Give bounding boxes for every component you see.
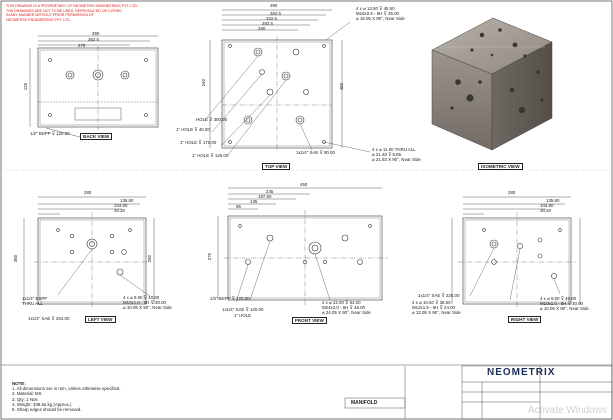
note-item: 2. Material: MS [12, 391, 42, 397]
note-item: 1. All dimensions are in mm, unless othe… [12, 386, 121, 392]
front-view-drawing [217, 187, 388, 306]
dim-label: 95 [236, 204, 241, 209]
dim-label: 240 [201, 78, 207, 87]
front-view-label: FRONT VIEW [292, 317, 327, 324]
dim-label: 270 [207, 252, 213, 261]
front-callout: 1/2" BSPP ⊽ 120.00 [210, 296, 250, 301]
top-callout: HOLE ⊽ 300.00 [196, 117, 228, 122]
notes-block: NOTE: 1. All dimensions are in mm, unles… [12, 381, 121, 412]
spec-line: 4 x ⌀ 11.00 THRU ALL [372, 147, 416, 152]
spec-line: 4 x ⌀ 22.00 ⊽ 54.00 [322, 300, 361, 305]
spec-line: M16x2.5 - 6H ⊽ 35.00 [356, 11, 399, 17]
right-hole-spec: 4 x ⌀ 10.50 ⊽ 38.50 M12x1.5 - 6H ⊽ 24.00… [412, 300, 461, 316]
dim-label: 125 [23, 82, 29, 91]
spec-line: ⌀ 18.05 X 90°, Near Side [356, 16, 405, 22]
note-item: 4. Weight: 338.5a kg (Approx.) [12, 401, 72, 407]
dim-label: 362.5 [88, 37, 99, 42]
spec-line: 4 x ⌀ 10.50 ⊽ 38.50 [412, 300, 451, 305]
dim-label: 250 [147, 254, 153, 263]
dim-label: 30.20 [540, 208, 551, 213]
spec-line: M12x1.5 - 6H ⊽ 24.00 [412, 305, 455, 311]
spec-line: 4 x ⌀ 9.00 ⊽ 40.00 [123, 295, 160, 300]
back-callout: 1/2" BSPP ⊽ 120.00 [30, 131, 70, 136]
dim-label: 104.90 [114, 203, 128, 208]
spec-line: M10x1.0 - 6H ⊽ 30.00 [540, 301, 583, 307]
dim-label: 390 [270, 3, 278, 8]
left-hole-spec: 4 x ⌀ 9.00 ⊽ 40.00 M10x1.0 - 6H ⊽ 30.00 … [123, 295, 172, 311]
right-callout: 1x1/4" SAE ⊽ 225.00 [418, 293, 460, 298]
notice-line: THIS DRAWING IS A PROPRIETARY OF NEOMETR… [6, 4, 138, 8]
right-view-label: RIGHT VIEW [508, 316, 542, 323]
back-view-drawing [29, 35, 159, 138]
back-view-label: BACK VIEW [80, 133, 113, 140]
right-hole-spec-2: 4 x ⌀ 9.00 ⊽ 40.00 M10x1.0 - 6H ⊽ 30.00 … [540, 296, 589, 312]
dim-label: 135.80 [546, 198, 560, 203]
spec-line: ⌀ 12.05 X 90°, Near Side [412, 310, 461, 316]
top-callout: 1" HOLE ⊽ 170.00 [180, 140, 217, 145]
dim-label: 362.5 [270, 11, 281, 16]
spec-line: THRU ALL [22, 301, 43, 307]
notes-heading: NOTE: [12, 381, 26, 386]
dim-label: 30.20 [114, 208, 125, 213]
note-item: 3. Qty: 1 Nos [12, 396, 38, 402]
dim-label: 280 [84, 190, 92, 195]
note-item: 5. Sharp edges should be removed. [12, 407, 82, 413]
company-logo: NEOMETRIX [487, 367, 556, 378]
spec-line: ⌀ 10.05 X 90°, Near Side [540, 306, 589, 312]
top-view-drawing [204, 9, 371, 156]
notice-line: NEOMETRIX ENGINEERING PVT. LTD. [6, 17, 71, 22]
spec-line: 4 x ⌀ 9.00 ⊽ 40.00 [540, 296, 577, 301]
dim-label: 104.90 [540, 203, 554, 208]
spec-line: 1x1/4" BSPP [22, 296, 48, 301]
dim-label: 245 [266, 189, 274, 194]
proprietary-notice: THIS DRAWING IS A PROPRIETARY OF NEOMETR… [6, 4, 138, 22]
left-callout: 1x1/4" SAE ⊽ 264.00 [28, 316, 70, 321]
dim-label: 275 [78, 43, 86, 48]
top-callout: 1" HOLE ⊽ 125.00 [192, 153, 229, 158]
dim-label: 292.5 [262, 21, 273, 26]
os-watermark: Activate Windows [528, 405, 607, 416]
dim-label: 450 [339, 82, 345, 91]
drawing-name: MANIFOLD [351, 400, 378, 406]
dim-label: 280 [258, 26, 266, 31]
spec-line: 4 x ⌀ 13.50 ⊽ 45.50 [356, 6, 395, 11]
spec-line: ⌀ 10.05 X 90°, Near Side [123, 305, 172, 311]
front-callout: 1x1/4" SAE ⊽ 140.00 [222, 307, 264, 312]
dim-label: 450 [300, 182, 308, 187]
right-view-drawing [451, 196, 581, 308]
dim-label: 280 [508, 190, 516, 195]
left-callout: 1x1/4" BSPP THRU ALL [22, 296, 47, 306]
spec-line: ⌀ 24.05 X 90°, Near Side [322, 310, 371, 316]
isometric-view-label: ISOMETRIC VIEW [478, 163, 523, 170]
title-block-frame [1, 364, 613, 420]
left-view-label: LEFT VIEW [85, 316, 116, 323]
dim-label: 197.50 [258, 194, 272, 199]
dim-label: 135 [250, 199, 258, 204]
top-callout: 1" HOLE ⊽ 40.00 [176, 127, 210, 132]
spec-line: M10x1.0 - 6H ⊽ 30.00 [123, 300, 166, 306]
spec-line: ⌀ 21.53 X 90°, Near Side [372, 157, 421, 163]
front-callout: 1" HOLE [234, 313, 252, 318]
dim-label: 322.5 [266, 16, 277, 21]
through-hole-spec: 4 x ⌀ 11.00 THRU ALL ⌀ 21.48 ⊽ 6.85 ⌀ 21… [372, 147, 421, 163]
notice-line: THE DRAWINGS ARE NOT TO BE USED, REPRODU… [6, 8, 122, 13]
spec-line: ⌀ 21.48 ⊽ 6.85 [372, 152, 402, 158]
top-view-label: TOP VIEW [262, 163, 291, 170]
left-view-drawing [23, 196, 155, 308]
notice-line: IN ANY MANNER WITHOUT PRIOR PERMISSION O… [6, 13, 94, 18]
top-callout: 1x1/4" SAE ⊽ 90.00 [296, 150, 335, 155]
dim-label: 390 [92, 31, 100, 36]
top-hole-spec: 4 x ⌀ 13.50 ⊽ 45.50 M16x2.5 - 6H ⊽ 35.00… [356, 6, 405, 22]
front-hole-spec: 4 x ⌀ 22.00 ⊽ 54.00 M24x2.0 - 6H ⊽ 48.00… [322, 300, 371, 316]
dim-label: 135.80 [120, 198, 134, 203]
spec-line: M24x2.0 - 6H ⊽ 48.00 [322, 305, 365, 311]
isometric-view-drawing [431, 17, 553, 151]
dim-label: 350 [13, 254, 19, 263]
